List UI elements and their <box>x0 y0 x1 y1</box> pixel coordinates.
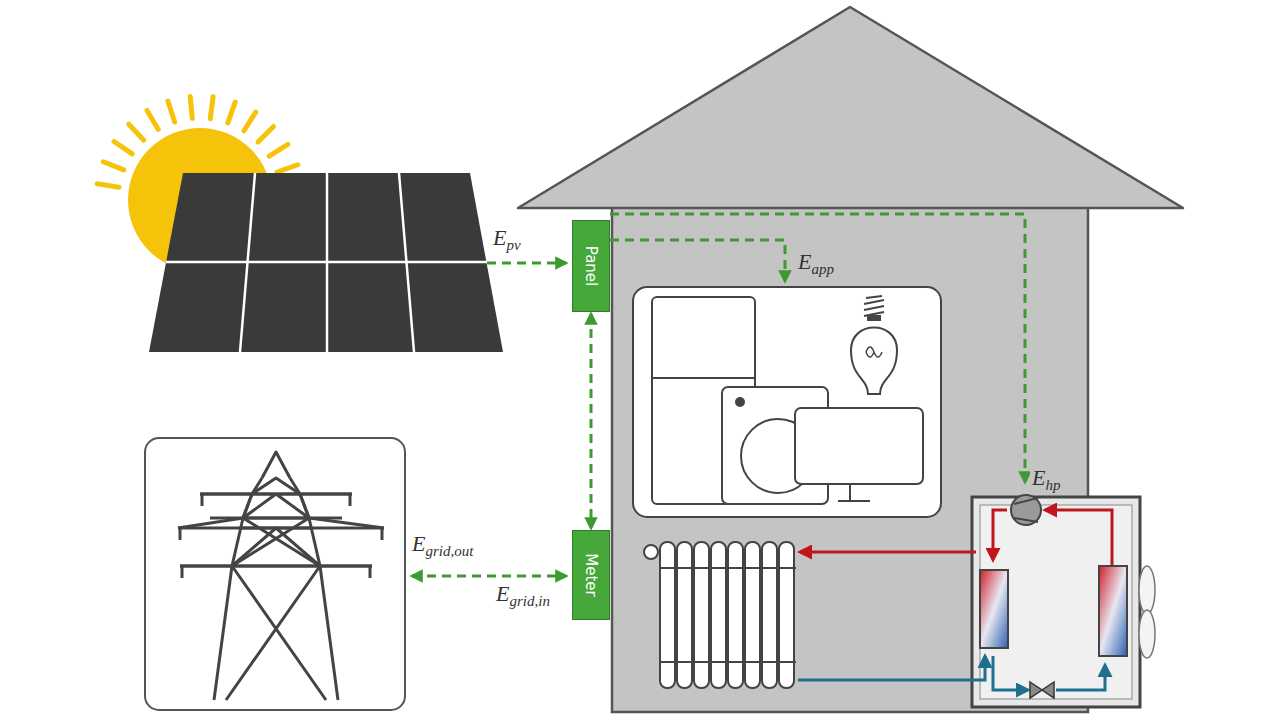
energy-label: Eapp <box>796 250 836 278</box>
energy-label: Egrid,out <box>410 532 475 560</box>
subscript: grid,in <box>509 593 549 609</box>
subscript: app <box>811 261 834 277</box>
box-label: Panel <box>582 246 600 286</box>
energy-flow <box>412 214 1025 576</box>
symbol: E <box>1032 465 1045 490</box>
junction-box: Panel <box>572 220 610 312</box>
symbol: E <box>493 225 506 250</box>
energy-label: Epv <box>491 226 523 254</box>
symbol: E <box>798 249 811 274</box>
radiator <box>644 542 796 688</box>
appliances <box>633 287 941 517</box>
symbol: E <box>412 531 425 556</box>
box-label: Meter <box>582 553 600 596</box>
junction-box: Meter <box>572 530 610 620</box>
energy-label: Ehp <box>1030 466 1062 494</box>
house <box>518 7 1183 712</box>
energy-label: Egrid,in <box>494 582 552 610</box>
subscript: hp <box>1045 477 1060 493</box>
symbol: E <box>496 581 509 606</box>
subscript: grid,out <box>425 543 473 559</box>
heat-pump <box>798 495 1155 707</box>
power-grid <box>145 438 405 710</box>
solar-panel <box>149 173 503 352</box>
energy-connector <box>590 314 593 528</box>
subscript: pv <box>506 237 520 253</box>
